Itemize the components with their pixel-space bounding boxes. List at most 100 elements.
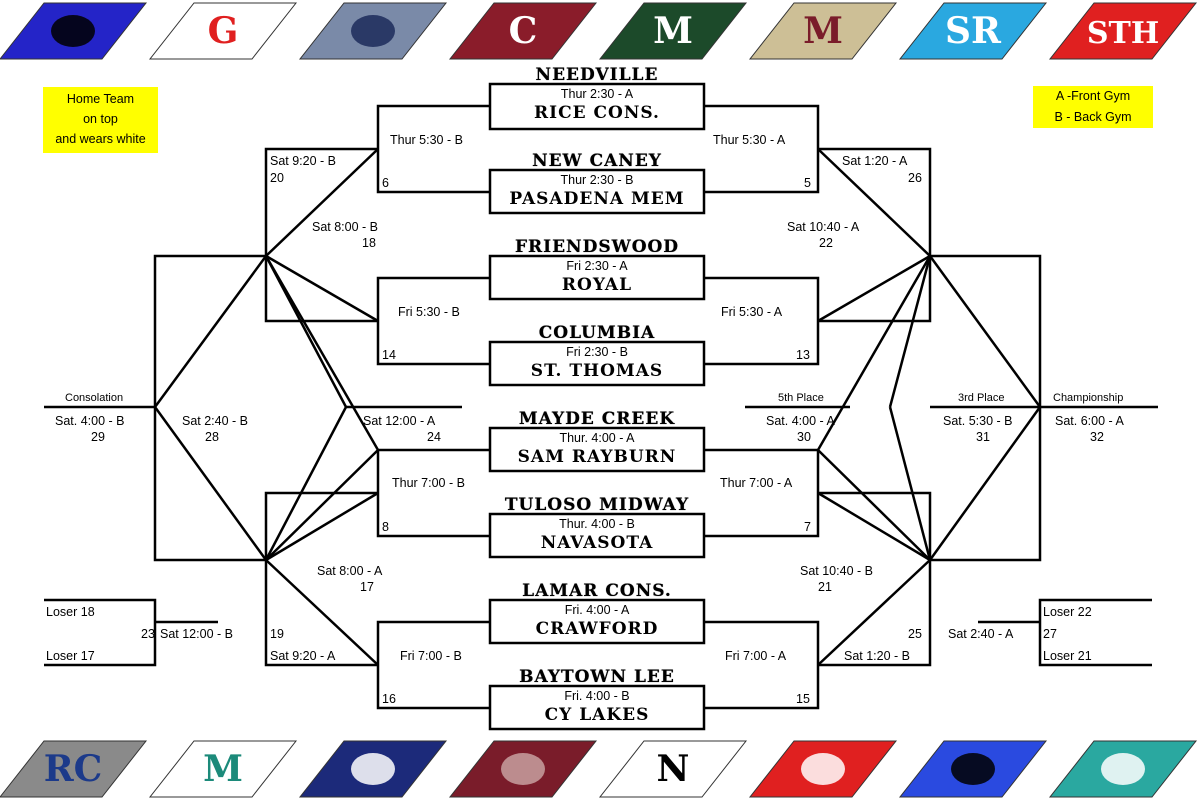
note-line: Home Team — [66, 92, 135, 106]
home-team-name: Baytown Lee — [519, 667, 675, 687]
game-time-label: Sat 1:20 - B — [844, 649, 911, 663]
logo-letters: C — [509, 10, 538, 52]
game-number: 23 — [141, 627, 155, 641]
logo-letters: SR — [945, 10, 1002, 52]
game-number: 5 — [804, 176, 811, 190]
game-time-label: Sat 8:00 - A — [317, 564, 383, 578]
note-line: on top — [83, 112, 118, 126]
hawk-logo — [298, 740, 448, 798]
bird-logo — [448, 740, 598, 798]
loser-label: Loser 21 — [1043, 649, 1092, 663]
game-time-label: Sat. 6:00 - A — [1055, 414, 1124, 428]
logo-letters: RC — [44, 748, 103, 790]
away-team-name: Rice Cons. — [534, 103, 660, 123]
m-logo: M — [748, 2, 898, 60]
game-number: 28 — [205, 430, 219, 444]
mascot-shape — [351, 15, 395, 47]
home-team-name: New Caney — [532, 151, 662, 171]
game-number: 31 — [976, 430, 990, 444]
game-number: 21 — [818, 580, 832, 594]
game-time-label: Thur 7:00 - A — [720, 476, 793, 490]
loser-label: Loser 22 — [1043, 605, 1092, 619]
game-time-label: Sat 9:20 - A — [270, 649, 336, 663]
game-time: Fri 2:30 - A — [566, 259, 628, 273]
home-team-name: Needville — [535, 65, 659, 85]
game-time-label: Sat 2:40 - A — [948, 627, 1014, 641]
away-team-name: Royal — [561, 275, 633, 295]
game-time-label: Sat 10:40 - B — [800, 564, 873, 578]
g-logo: G — [148, 2, 298, 60]
game-time: Thur 2:30 - B — [560, 173, 634, 187]
game-time-label: Sat 10:40 - A — [787, 220, 860, 234]
game-number: 25 — [908, 627, 922, 641]
game-number: 16 — [382, 692, 396, 706]
game-time: Fri 2:30 - B — [566, 345, 628, 359]
away-team-name: St. Thomas — [530, 361, 664, 381]
away-team-name: Sam Rayburn — [517, 447, 677, 467]
home-team-name: Mayde Creek — [518, 409, 676, 429]
gym-key-note: A -Front Gym B - Back Gym — [1033, 86, 1153, 128]
horse-logo — [898, 740, 1048, 798]
game-number: 26 — [908, 171, 922, 185]
game-time: Fri. 4:00 - A — [564, 603, 630, 617]
consolation-label: Consolation — [65, 392, 124, 404]
game-time-label: Sat 8:00 - B — [312, 220, 379, 234]
n-logo: N — [598, 740, 748, 798]
game-number: 13 — [796, 348, 810, 362]
game-time-label: Thur 7:00 - B — [392, 476, 465, 490]
fifth-place-label: 5th Place — [778, 392, 824, 404]
game-number: 32 — [1090, 430, 1104, 444]
game-time: Fri. 4:00 - B — [564, 689, 630, 703]
eagle-logo — [0, 2, 148, 60]
game-time-label: Fri 7:00 - B — [400, 649, 462, 663]
game-time-label: Sat. 5:30 - B — [943, 414, 1013, 428]
game-time: Thur. 4:00 - B — [559, 517, 635, 531]
game-time-label: Sat. 4:00 - A — [766, 414, 835, 428]
rc-logo: RC — [0, 740, 148, 798]
game-time-label: Fri 5:30 - A — [721, 305, 783, 319]
championship-label: Championship — [1053, 392, 1124, 404]
game-time-label: Sat 12:00 - B — [160, 627, 233, 641]
mustang-logo — [298, 2, 448, 60]
third-place-label: 3rd Place — [958, 392, 1005, 404]
away-team-name: Crawford — [535, 619, 659, 639]
game-number: 19 — [270, 627, 284, 641]
home-team-name: Tuloso Midway — [504, 495, 690, 515]
logo-letters: M — [803, 10, 843, 52]
stallion-logo — [1048, 740, 1198, 798]
game-number: 14 — [382, 348, 396, 362]
sr-logo: SR — [898, 2, 1048, 60]
mascot-shape — [951, 753, 995, 785]
logo-letters: M — [653, 10, 693, 52]
game-number: 20 — [270, 171, 284, 185]
away-team-name: Navasota — [540, 533, 654, 553]
away-team-name: Cy Lakes — [544, 705, 650, 725]
game-time: Thur. 4:00 - A — [559, 431, 635, 445]
game-time-label: Sat 2:40 - B — [182, 414, 249, 428]
game-number: 29 — [91, 430, 105, 444]
falcon-logo — [748, 740, 898, 798]
knight-logo: C — [448, 2, 598, 60]
note-line: and wears white — [55, 132, 146, 146]
game-time-label: Sat 12:00 - A — [363, 414, 436, 428]
game-number: 6 — [382, 176, 389, 190]
game-number: 18 — [362, 236, 376, 250]
mascot-shape — [501, 753, 545, 785]
game-number: 7 — [804, 520, 811, 534]
game-time-label: Fri 7:00 - A — [725, 649, 787, 663]
logo-letters: M — [203, 748, 243, 790]
mustang-m-logo: M — [148, 740, 298, 798]
home-team-name: Friendswood — [514, 237, 680, 257]
mascot-shape — [801, 753, 845, 785]
game-time-label: Sat 9:20 - B — [270, 154, 337, 168]
game-number: 8 — [382, 520, 389, 534]
game-time-label: Thur 5:30 - B — [390, 133, 463, 147]
note-line: B - Back Gym — [1054, 110, 1132, 124]
away-team-name: Pasadena Mem — [509, 189, 685, 209]
ram-logo: M — [598, 2, 748, 60]
home-team-name: Lamar Cons. — [522, 581, 672, 601]
loser-label: Loser 18 — [46, 605, 95, 619]
logo-letters: N — [657, 748, 690, 790]
mascot-shape — [1101, 753, 1145, 785]
